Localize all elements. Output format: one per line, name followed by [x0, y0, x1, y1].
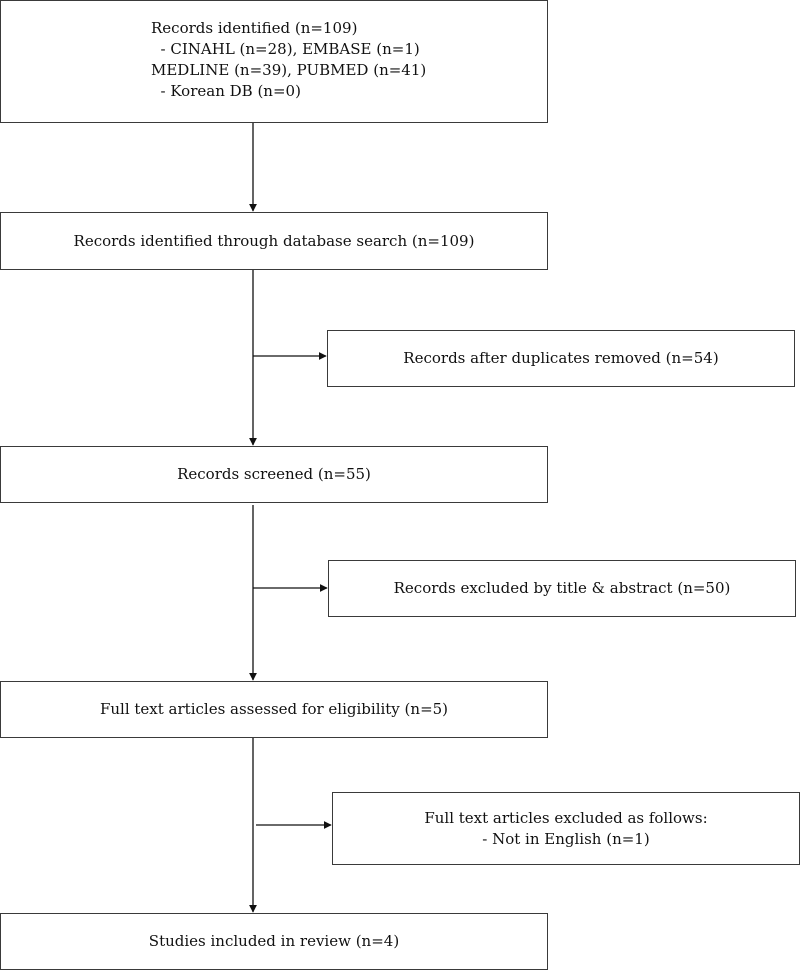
fulltext-excluded-text: Full text articles excluded as follows: … [424, 808, 707, 850]
records-sources-text: Records identified (n=109) - CINAHL (n=2… [151, 18, 426, 102]
records-identified-box: Records identified through database sear… [0, 212, 548, 270]
records-screened-label: Records screened (n=55) [177, 465, 371, 483]
sources-line: MEDLINE (n=39), PUBMED (n=41) [151, 61, 427, 79]
sources-line: - Korean DB (n=0) [151, 82, 301, 100]
duplicates-removed-label: Records after duplicates removed (n=54) [403, 349, 719, 367]
studies-included-box: Studies included in review (n=4) [0, 913, 548, 970]
excluded-title-abstract-label: Records excluded by title & abstract (n=… [393, 579, 731, 597]
records-screened-box: Records screened (n=55) [0, 446, 548, 503]
fulltext-assessed-label: Full text articles assessed for eligibil… [99, 700, 449, 718]
fulltext-excluded-line: Full text articles excluded as follows: [424, 808, 708, 827]
records-identified-label: Records identified through database sear… [73, 231, 475, 250]
sources-line: Records identified (n=109) [151, 19, 358, 37]
excluded-title-abstract-box: Records excluded by title & abstract (n=… [328, 560, 796, 617]
fulltext-assessed-box: Full text articles assessed for eligibil… [0, 681, 548, 738]
fulltext-excluded-line: - Not in English (n=1) [482, 829, 650, 848]
fulltext-excluded-box: Full text articles excluded as follows: … [332, 792, 800, 865]
records-sources-box: Records identified (n=109) - CINAHL (n=2… [0, 0, 548, 123]
sources-line: - CINAHL (n=28), EMBASE (n=1) [151, 40, 420, 58]
studies-included-label: Studies included in review (n=4) [148, 932, 400, 950]
duplicates-removed-box: Records after duplicates removed (n=54) [327, 330, 795, 387]
